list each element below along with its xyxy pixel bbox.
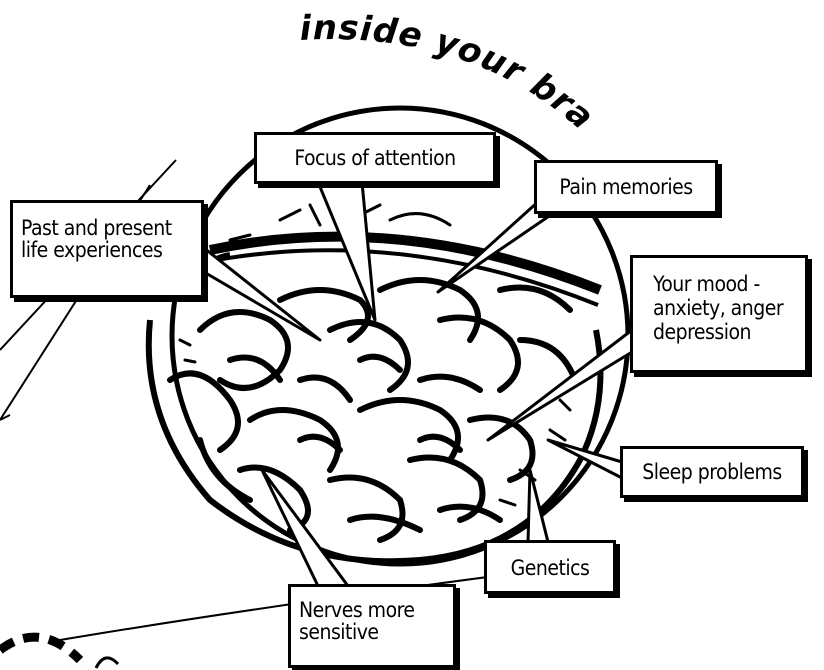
label-nerves-line1: Nerves more [299,599,445,621]
label-genetics: Genetics [484,540,616,594]
label-mood-line1: Your mood - [653,272,797,296]
dashed-curve [0,637,80,660]
label-nerves-line2: sensitive [299,621,445,643]
label-focus-of-attention: Focus of attention [254,132,496,184]
label-sleep-line1: Sleep problems [631,461,793,483]
label-nerves-more-sensitive: Nerves more sensitive [288,584,456,668]
label-mood-line2: anxiety, anger [653,296,797,320]
label-past-line1: Past and present [21,217,193,239]
bottom-squiggle [96,658,118,668]
label-pain-line1: Pain memories [545,176,707,198]
label-your-mood: Your mood - anxiety, anger depression [630,255,808,373]
label-past-line2: life experiences [21,239,193,261]
diagram-title: inside your brain [0,0,602,138]
label-focus-line1: Focus of attention [265,147,485,169]
label-past-present-experiences: Past and present life experiences [10,200,204,298]
label-mood-line3: depression [653,320,797,344]
label-sleep-problems: Sleep problems [620,446,804,498]
label-genetics-line1: Genetics [495,557,605,579]
label-pain-memories: Pain memories [534,160,718,214]
